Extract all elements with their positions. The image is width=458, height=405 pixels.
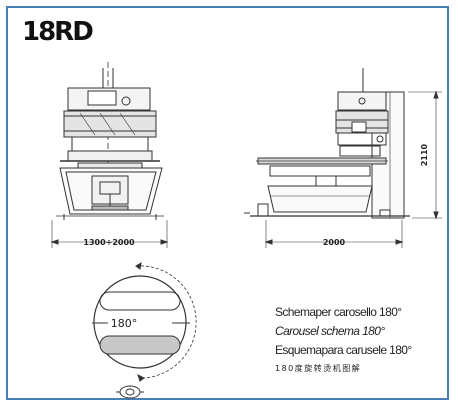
side-width-dimension: 2000: [323, 238, 346, 247]
caption-spanish: Esquemapara carusele 180°: [275, 343, 412, 357]
height-dimension: 2110: [420, 143, 429, 166]
front-view: [50, 62, 169, 248]
caption-italian: Schemaper carosello 180°: [275, 305, 402, 319]
caption-english: Carousel schema 180°: [275, 324, 385, 338]
rotation-label: 180°: [111, 317, 138, 330]
front-width-dimension: 1300÷2000: [83, 238, 135, 247]
side-view: [244, 68, 442, 248]
carousel-top-view: [92, 262, 197, 399]
caption-chinese: 180度旋转烫机图解: [275, 364, 362, 373]
model-title: 18RD: [22, 17, 94, 47]
